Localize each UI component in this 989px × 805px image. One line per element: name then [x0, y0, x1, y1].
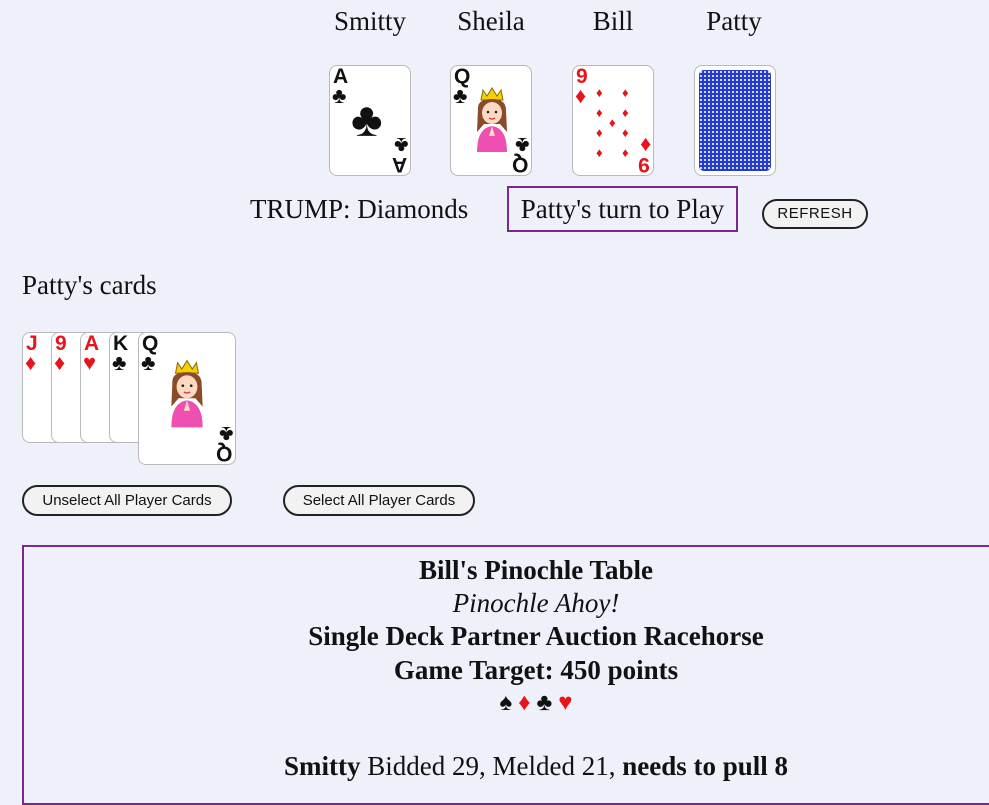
turn-status: Patty's turn to Play — [507, 186, 738, 232]
queen-figure-icon — [171, 359, 203, 428]
heart-icon: ♥ — [558, 690, 573, 716]
hand-label: Patty's cards — [22, 270, 157, 300]
table-title: Bill's Pinochle Table — [418, 555, 654, 585]
club-icon: ♣ — [112, 350, 127, 375]
status-player: Smitty — [283, 751, 361, 781]
game-target: Game Target: 450 points — [393, 655, 679, 685]
table-card-smitty: A ♣ ♣ ♣ A — [329, 65, 411, 176]
suit-row: ♠ ♦ ♣ ♥ — [0, 690, 989, 717]
refresh-button[interactable]: REFRESH — [762, 199, 868, 229]
diamond-icon: ♦ — [575, 83, 587, 108]
club-icon: ♣ — [141, 350, 156, 375]
card-rank: 9 — [576, 65, 588, 88]
status-detail: Bidded 29, Melded 21, — [360, 751, 623, 781]
diamond-icon: ♦ — [25, 350, 37, 375]
trump-label: TRUMP: Diamonds — [250, 194, 469, 224]
table-card-sheila: Q ♣ ♣ Q — [450, 65, 532, 176]
card-rank: J — [26, 332, 38, 355]
table-card-bill: 9 ♦ ♦♦ ♦♦ ♦ ♦♦ ♦♦ ♦ 9 — [572, 65, 654, 176]
heart-icon: ♥ — [83, 350, 97, 375]
card-rank: Q — [142, 332, 159, 355]
card-rank: K — [113, 332, 129, 355]
card-rank: Q — [215, 442, 232, 465]
card-rank: 9 — [55, 332, 67, 355]
club-icon: ♣ — [351, 94, 383, 147]
hand-card[interactable]: Q ♣ ♣ Q — [138, 332, 236, 465]
player-name-sheila: Sheila — [457, 6, 525, 36]
game-type: Single Deck Partner Auction Racehorse — [308, 621, 764, 651]
club-icon: ♣ — [332, 83, 347, 108]
card-rank: A — [333, 65, 349, 88]
club-icon: ♣ — [536, 690, 553, 716]
card-rank: A — [84, 332, 100, 355]
card-rank: Q — [454, 65, 471, 88]
diamond-icon: ♦ — [518, 690, 531, 716]
player-name-bill: Bill — [592, 6, 634, 36]
club-icon: ♣ — [453, 83, 468, 108]
card-pips: ♦♦ ♦♦ ♦ ♦♦ ♦♦ — [596, 85, 629, 160]
queen-figure-icon — [477, 87, 507, 152]
player-name-patty: Patty — [706, 6, 762, 36]
card-back-pattern — [699, 70, 771, 171]
unselect-all-button[interactable]: Unselect All Player Cards — [22, 485, 232, 516]
diamond-icon: ♦ — [54, 350, 66, 375]
status-need: needs to pull 8 — [622, 751, 789, 781]
card-rank: 9 — [638, 153, 650, 176]
player-status-line: Smitty Bidded 29, Melded 21, needs to pu… — [0, 751, 989, 782]
select-all-button[interactable]: Select All Player Cards — [283, 485, 475, 516]
table-subtitle: Pinochle Ahoy! — [452, 588, 620, 618]
table-card-patty-back — [694, 65, 776, 176]
spade-icon: ♠ — [499, 690, 513, 716]
player-name-smitty: Smitty — [333, 6, 407, 36]
card-rank: Q — [511, 153, 528, 176]
card-rank: A — [391, 153, 407, 176]
